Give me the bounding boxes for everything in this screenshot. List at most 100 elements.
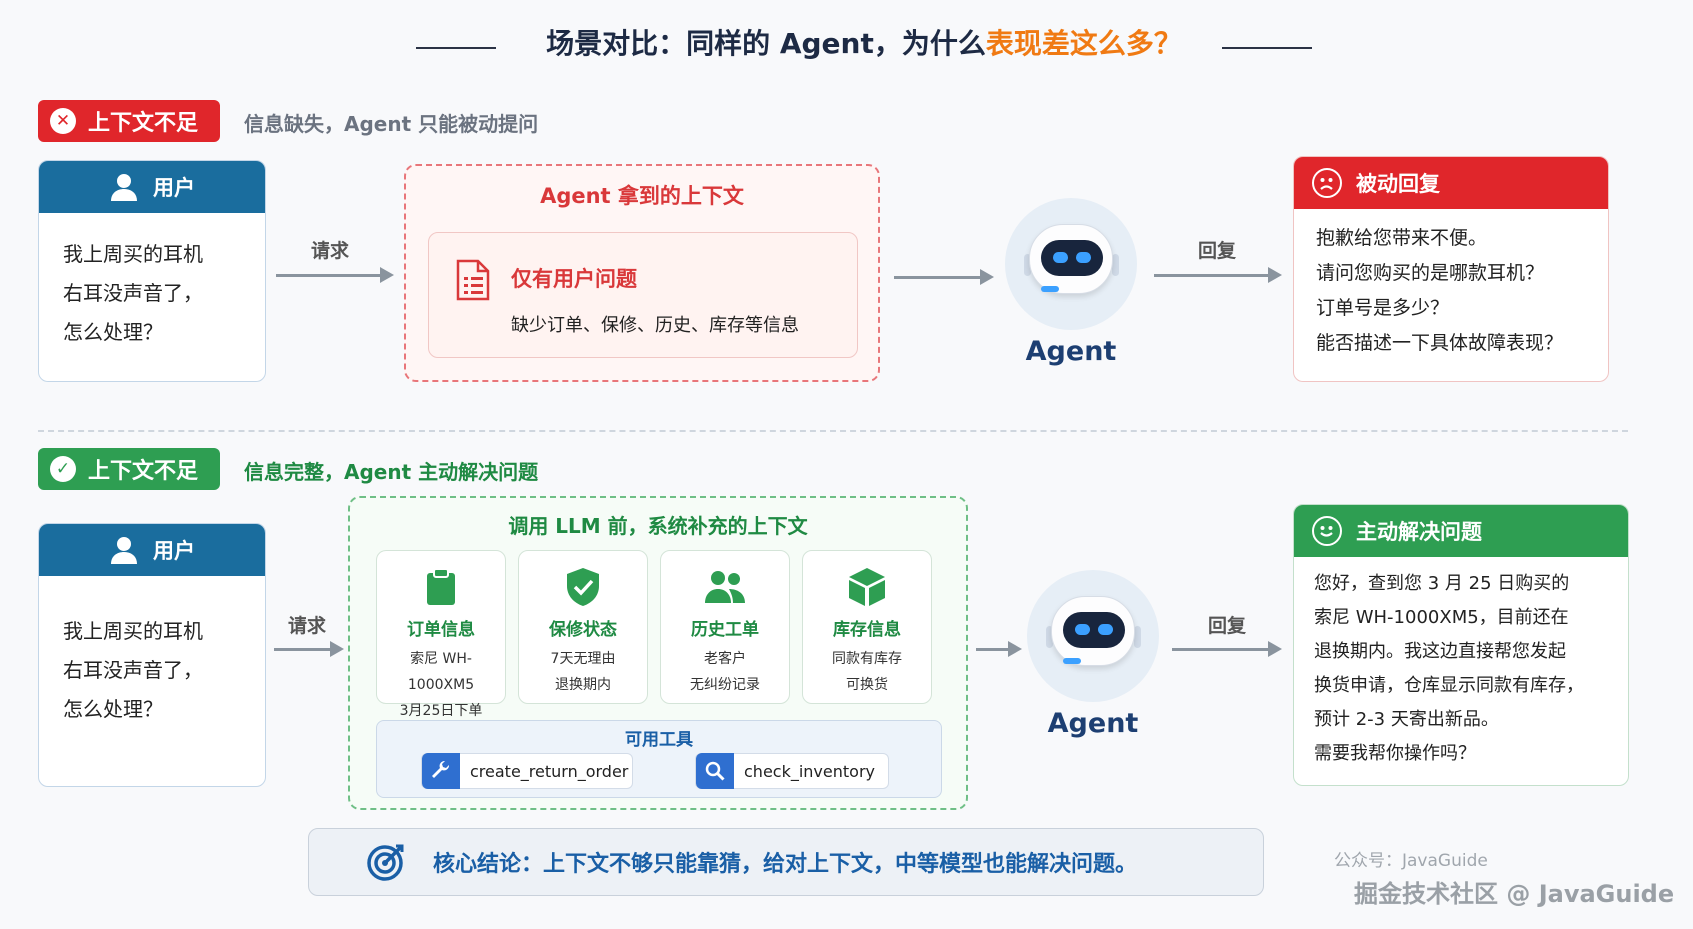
info-card-title: 保修状态	[549, 620, 617, 640]
title-rule-left	[416, 47, 496, 49]
target-icon	[367, 844, 404, 881]
info-card-title: 订单信息	[407, 620, 475, 640]
good-reply-line: 您好，查到您 3 月 25 日购买的	[1314, 573, 1570, 594]
watermark-account: 公众号：JavaGuide	[1334, 851, 1488, 871]
bad-context-item-title: 仅有用户问题	[511, 267, 637, 291]
good-reply-body: 您好，查到您 3 月 25 日购买的 索尼 WH-1000XM5，目前还在 退换…	[1294, 557, 1628, 771]
info-card-line: 退换期内	[555, 677, 611, 693]
agent-bad: Agent	[996, 198, 1146, 367]
good-reply-title: 主动解决问题	[1356, 520, 1482, 544]
user-icon	[111, 174, 137, 201]
bad-context-box: Agent 拿到的上下文 仅有用户问题 缺少订单、保修、历史、库存等信息	[404, 164, 880, 382]
info-card-desc: 7天无理由退换期内	[519, 646, 647, 698]
section-good-badge-label: 上下文不足	[88, 459, 199, 484]
section-good-desc: 信息完整，Agent 主动解决问题	[244, 460, 539, 484]
reply-arrow-label: 回复	[1208, 615, 1247, 637]
tool-name: check_inventory	[744, 761, 875, 781]
section-divider	[38, 430, 1628, 432]
tool-create-return-order[interactable]: create_return_order	[421, 753, 633, 789]
request-arrow-label: 请求	[311, 240, 350, 262]
user-message: 我上周买的耳机 右耳没声音了， 怎么处理？	[39, 213, 265, 352]
robot-icon	[1005, 198, 1137, 330]
clipboard-icon	[419, 565, 463, 609]
info-card-warranty: 保修状态 7天无理由退换期内	[518, 550, 648, 704]
tools-title: 可用工具	[625, 730, 693, 750]
user-message-line: 怎么处理？	[63, 697, 163, 721]
bad-context-item-desc: 缺少订单、保修、历史、库存等信息	[511, 315, 799, 336]
search-icon	[696, 753, 734, 789]
info-card-title: 库存信息	[833, 620, 901, 640]
request-arrow	[274, 641, 344, 657]
smile-face-icon	[1312, 516, 1342, 546]
info-card-line: 7天无理由	[550, 651, 616, 667]
user-label: 用户	[153, 539, 195, 563]
bad-reply-line: 订单号是多少？	[1316, 297, 1450, 319]
info-card-title: 历史工单	[691, 620, 759, 640]
section-bad-badge: ✕ 上下文不足	[38, 100, 220, 142]
good-reply-header: 主动解决问题	[1294, 505, 1628, 557]
sad-face-icon	[1312, 168, 1342, 198]
box-icon	[845, 565, 889, 609]
bad-context-title: Agent 拿到的上下文	[540, 184, 744, 208]
info-card-inventory: 库存信息 同款有库存可换货	[802, 550, 932, 704]
check-icon: ✓	[50, 456, 76, 482]
user-label: 用户	[153, 176, 195, 200]
request-arrow	[276, 267, 394, 283]
info-card-line: 3月25日下单	[399, 703, 483, 719]
user-card-header: 用户	[39, 524, 265, 576]
conclusion-text: 核心结论：上下文不够只能靠猜，给对上下文，中等模型也能解决问题。	[433, 852, 1138, 877]
user-card-bad: 用户 我上周买的耳机 右耳没声音了， 怎么处理？	[38, 160, 266, 382]
info-card-line: 无纠纷记录	[690, 677, 760, 693]
reply-arrow	[1172, 641, 1282, 657]
document-icon	[456, 259, 490, 301]
user-message-line: 我上周买的耳机	[63, 619, 203, 643]
bad-reply-line: 请问您购买的是哪款耳机？	[1316, 262, 1545, 284]
reply-arrow	[1154, 267, 1282, 283]
section-bad-desc: 信息缺失，Agent 只能被动提问	[244, 112, 539, 136]
info-card-line: 同款有库存	[832, 651, 902, 667]
user-message-line: 我上周买的耳机	[63, 242, 203, 266]
tool-check-inventory[interactable]: check_inventory	[695, 753, 889, 789]
conclusion-bar: 核心结论：上下文不够只能靠猜，给对上下文，中等模型也能解决问题。	[308, 828, 1264, 896]
info-card-line: 索尼 WH-1000XM5	[407, 651, 475, 693]
section-good-badge: ✓ 上下文不足	[38, 448, 220, 490]
user-message-line: 怎么处理？	[63, 320, 163, 344]
info-card-line: 可换货	[846, 677, 888, 693]
tools-panel: 可用工具 create_return_order check_inventory	[376, 720, 942, 798]
watermark-site: 掘金技术社区 @ JavaGuide	[1354, 880, 1675, 908]
info-card-desc: 索尼 WH-1000XM5 3月25日下单	[377, 646, 505, 724]
user-message-line: 右耳没声音了，	[63, 658, 203, 682]
user-message: 我上周买的耳机 右耳没声音了， 怎么处理？	[39, 576, 265, 729]
bad-context-item: 仅有用户问题 缺少订单、保修、历史、库存等信息	[428, 232, 858, 358]
info-card-desc: 同款有库存可换货	[803, 646, 931, 698]
user-card-good: 用户 我上周买的耳机 右耳没声音了， 怎么处理？	[38, 523, 266, 787]
bad-reply-body: 抱歉给您带来不便。 请问您购买的是哪款耳机？ 订单号是多少？ 能否描述一下具体故…	[1294, 209, 1608, 361]
info-card-history: 历史工单 老客户无纠纷记录	[660, 550, 790, 704]
context-to-agent-arrow	[894, 269, 994, 285]
agent-label: Agent	[1025, 336, 1117, 367]
info-card-order: 订单信息 索尼 WH-1000XM5 3月25日下单	[376, 550, 506, 719]
shield-check-icon	[561, 565, 605, 609]
good-context-box: 调用 LLM 前，系统补充的上下文 订单信息 索尼 WH-1000XM5 3月25…	[348, 496, 968, 810]
bad-reply-line: 抱歉给您带来不便。	[1316, 227, 1488, 249]
good-reply-line: 需要我帮你操作吗？	[1314, 743, 1476, 764]
bad-reply-line: 能否描述一下具体故障表现？	[1316, 332, 1564, 354]
user-icon	[111, 537, 137, 564]
title-highlight: 表现差这么多？	[985, 27, 1182, 60]
agent-label: Agent	[1047, 708, 1139, 739]
section-bad-badge-label: 上下文不足	[88, 111, 199, 136]
user-message-line: 右耳没声音了，	[63, 281, 203, 305]
agent-good: Agent	[1018, 570, 1168, 739]
reply-arrow-label: 回复	[1198, 240, 1237, 262]
title-prefix: 场景对比：同样的 Agent，为什么	[546, 27, 986, 60]
info-card-line: 老客户	[704, 651, 746, 667]
bad-reply-card: 被动回复 抱歉给您带来不便。 请问您购买的是哪款耳机？ 订单号是多少？ 能否描述…	[1293, 156, 1609, 382]
bad-reply-header: 被动回复	[1294, 157, 1608, 209]
good-reply-card: 主动解决问题 您好，查到您 3 月 25 日购买的 索尼 WH-1000XM5，…	[1293, 504, 1629, 786]
bad-reply-title: 被动回复	[1356, 172, 1440, 196]
tool-name: create_return_order	[470, 761, 629, 781]
request-arrow-label: 请求	[288, 615, 327, 637]
good-reply-line: 预计 2-3 天寄出新品。	[1314, 709, 1499, 730]
good-context-title: 调用 LLM 前，系统补充的上下文	[508, 514, 808, 538]
users-icon	[703, 565, 747, 609]
